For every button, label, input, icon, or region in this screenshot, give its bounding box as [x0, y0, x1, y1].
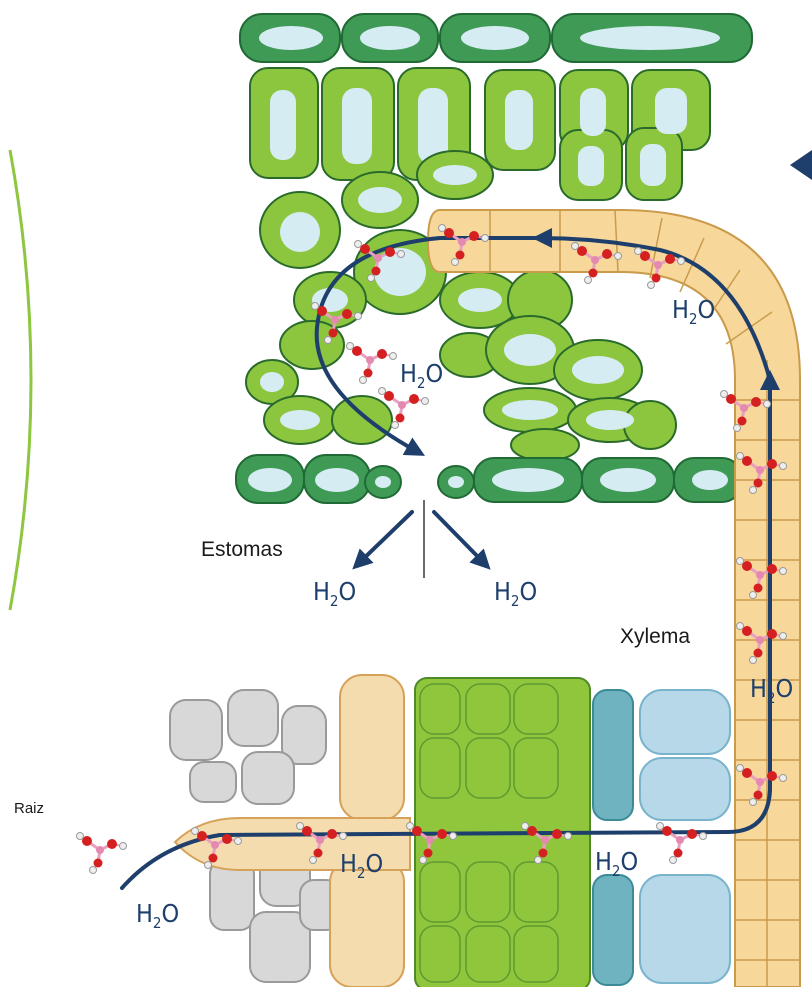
label-estomas: Estomas: [201, 538, 283, 562]
lower-epidermis: [236, 455, 742, 503]
root-endodermis: [593, 690, 633, 985]
flow-stoma-left: [358, 512, 412, 564]
label-xylema: Xylema: [620, 625, 690, 649]
h2o-label-mesophyll: H2O: [400, 359, 443, 392]
h2o-label-endodermis: H2O: [595, 847, 638, 880]
flow-stoma-right: [434, 512, 485, 564]
pointer-arrowhead: [790, 150, 812, 180]
outer-curve: [10, 150, 31, 610]
upper-epidermis: [240, 14, 752, 62]
h2o-label-stoma-right: H2O: [494, 577, 537, 610]
h2o-label-soil: H2O: [136, 899, 179, 932]
h2o-label-stoma-left: H2O: [313, 577, 356, 610]
label-raiz: Raiz: [14, 800, 44, 817]
h2o-label-xylem-upper: H2O: [672, 295, 715, 328]
